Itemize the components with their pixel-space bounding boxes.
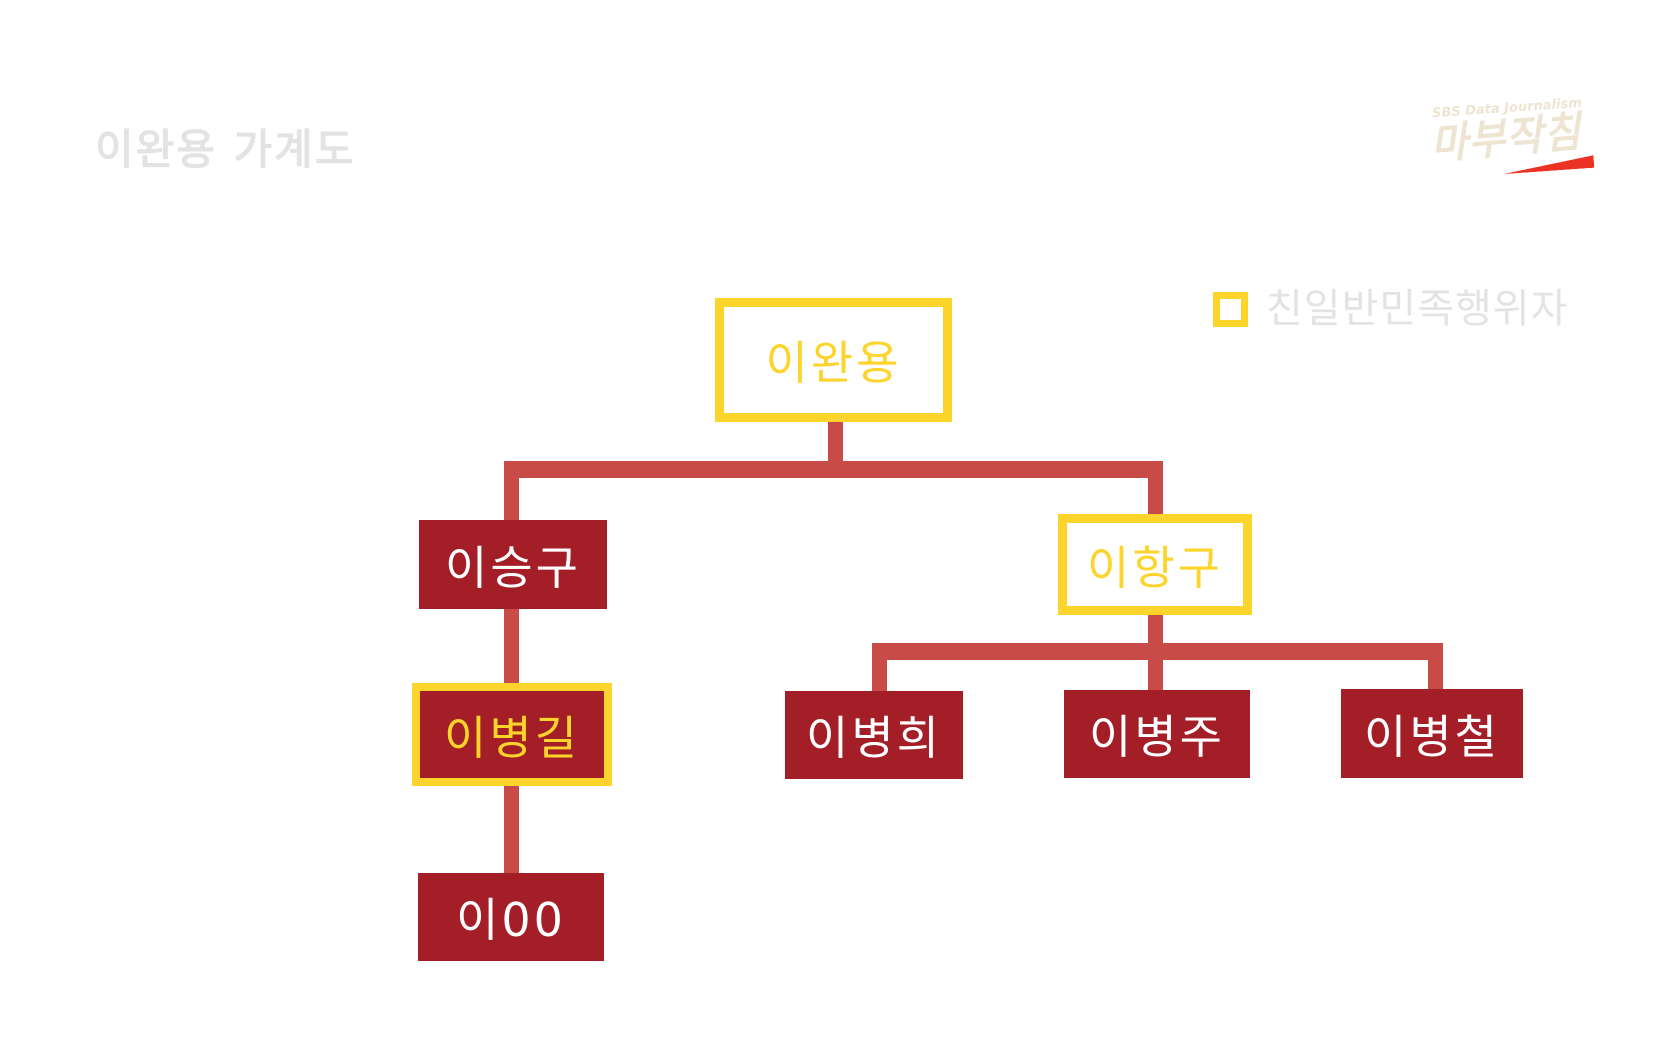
node-lee-byung-ju: 이병주 xyxy=(1064,690,1250,778)
connector-root-stub xyxy=(828,421,843,462)
connector-gen2-hline xyxy=(504,461,1163,478)
node-lee-byung-gil: 이병길 xyxy=(412,683,612,786)
connector-drop-lee-byung-chul xyxy=(1428,643,1443,689)
node-label: 이병길 xyxy=(444,710,580,765)
node-label: 이병철 xyxy=(1364,709,1500,764)
logo-wordmark: 마부작침 xyxy=(1428,106,1584,169)
connector-drop-lee-hang-gu xyxy=(1148,461,1163,514)
sbs-mabu-jakchim-logo: SBS Data Journalism 마부작침 xyxy=(1340,85,1610,185)
node-lee-00: 이00 xyxy=(418,873,604,961)
node-label: 이승구 xyxy=(445,540,581,595)
node-label: 이00 xyxy=(456,893,566,947)
node-lee-seung-gu: 이승구 xyxy=(419,520,607,609)
connector-drop-lee-byung-hee xyxy=(872,643,887,691)
node-lee-wan-yong: 이완용 xyxy=(715,298,952,422)
node-lee-byung-chul: 이병철 xyxy=(1341,689,1523,778)
legend-yellow-square-icon xyxy=(1213,292,1248,327)
connector-gen3-hline xyxy=(872,643,1443,660)
connector-byung-gil-to-lee-00 xyxy=(504,786,519,873)
node-label: 이병희 xyxy=(806,711,942,765)
node-label: 이항구 xyxy=(1087,540,1223,595)
page-title: 이완용 가계도 xyxy=(95,125,356,174)
connector-seung-gu-to-byung-gil xyxy=(504,609,519,683)
legend-label: 친일반민족행위자 xyxy=(1266,286,1569,332)
node-lee-byung-hee: 이병희 xyxy=(785,691,963,779)
connector-drop-lee-seung-gu xyxy=(504,461,519,520)
node-label: 이병주 xyxy=(1089,710,1225,764)
node-lee-hang-gu: 이항구 xyxy=(1058,514,1252,615)
node-label: 이완용 xyxy=(765,336,902,390)
